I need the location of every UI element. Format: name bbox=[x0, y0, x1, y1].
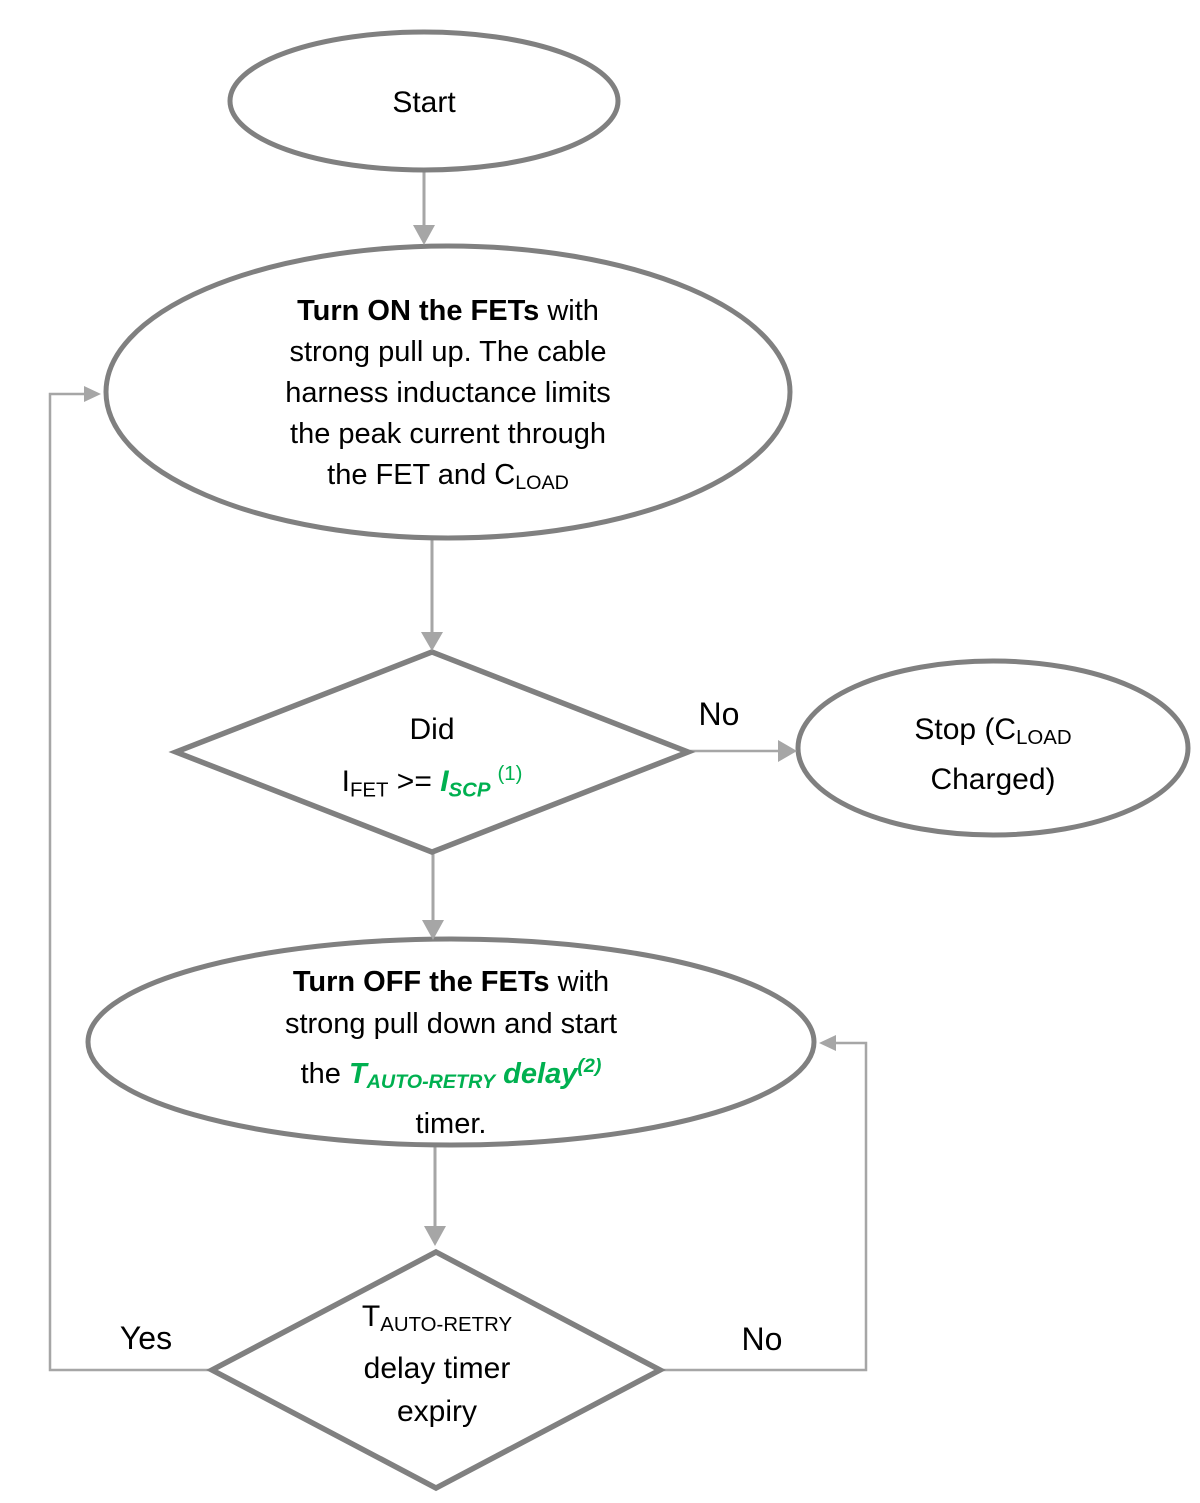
t-auto-retry-symbol: T bbox=[348, 1057, 367, 1090]
turn-off-line3: the TAUTO-RETRY delay(2) bbox=[285, 1045, 617, 1103]
turn-on-line3: harness inductance limits bbox=[285, 377, 611, 409]
ifet-symbol: I bbox=[341, 765, 350, 799]
t-auto-retry-subscript: AUTO-RETRY bbox=[366, 1070, 496, 1093]
retry-t-symbol: T bbox=[361, 1300, 381, 1333]
iscp-symbol: I bbox=[440, 765, 449, 799]
arrowhead-turn-off-to-retry bbox=[424, 1226, 446, 1246]
delay-text: delay bbox=[495, 1057, 578, 1090]
retry-decision-text: TAUTO-RETRY delay timer expiry bbox=[362, 1295, 512, 1433]
retry-decision-line1: TAUTO-RETRY bbox=[362, 1295, 512, 1347]
turn-on-line5: the FET and CLOAD bbox=[285, 455, 611, 504]
retry-decision-line2: delay timer bbox=[363, 1352, 511, 1386]
retry-decision-line3: expiry bbox=[396, 1395, 478, 1429]
connector-lines bbox=[48, 172, 868, 1372]
edge-label-no-loop: No bbox=[741, 1321, 783, 1357]
stop-line1: Stop (CLOAD bbox=[914, 709, 1071, 759]
turn-on-line5-text: the FET and C bbox=[327, 459, 516, 491]
start-label-text: Start bbox=[392, 86, 456, 119]
stop-node-text: Stop (CLOAD Charged) bbox=[914, 709, 1071, 801]
iscp-subscript: SCP bbox=[448, 779, 491, 802]
no-loop-line bbox=[660, 1041, 868, 1372]
turn-on-bold-text: Turn ON the FETs bbox=[297, 295, 540, 327]
turn-off-bold-text: Turn OFF the FETs bbox=[292, 966, 550, 998]
stop-cload-subscript: LOAD bbox=[1016, 727, 1072, 750]
retry-decision-diamond bbox=[206, 1248, 666, 1492]
arrowhead-yes-loop bbox=[84, 386, 101, 402]
turn-off-line2: strong pull down and start bbox=[284, 1008, 618, 1040]
turn-off-line3-pre: the bbox=[300, 1057, 349, 1090]
retry-t-subscript: AUTO-RETRY bbox=[380, 1314, 513, 1337]
arrowhead-decision-to-turn-off bbox=[422, 920, 444, 940]
scp-decision-line1: Did bbox=[409, 713, 455, 746]
edge-label-no-to-stop: No bbox=[698, 696, 740, 732]
comparison-operator: >= bbox=[388, 765, 441, 799]
turn-on-line1-rest: with bbox=[539, 295, 599, 327]
start-node-label: Start bbox=[392, 86, 455, 120]
scp-decision-line2: IFET >= ISCP(1) bbox=[342, 752, 523, 813]
node-shapes bbox=[85, 29, 1191, 1492]
turn-on-line4: the peak current through bbox=[290, 418, 606, 450]
arrowhead-turn-on-to-decision bbox=[421, 632, 443, 651]
yes-loop-line bbox=[48, 392, 210, 1372]
turn-off-node-text: Turn OFF the FETs with strong pull down … bbox=[285, 961, 617, 1145]
stop-ellipse bbox=[795, 658, 1191, 838]
stop-line1-text: Stop (C bbox=[914, 713, 1017, 746]
start-ellipse bbox=[227, 29, 621, 173]
arrowhead-start-to-turn-on bbox=[413, 225, 435, 245]
turn-off-line1: Turn OFF the FETs with bbox=[285, 961, 617, 1003]
ifet-subscript: FET bbox=[349, 779, 389, 802]
turn-off-line4: timer. bbox=[415, 1107, 487, 1140]
footnote-1-marker: (1) bbox=[497, 763, 523, 785]
footnote-2-marker: (2) bbox=[577, 1055, 602, 1077]
turn-on-ellipse bbox=[103, 243, 793, 541]
turn-on-line2: strong pull up. The cable bbox=[289, 336, 607, 368]
turn-off-ellipse bbox=[85, 936, 817, 1148]
turn-on-line1: Turn ON the FETs with bbox=[285, 291, 611, 332]
edge-label-yes-loop: Yes bbox=[119, 1320, 173, 1356]
scp-decision-diamond bbox=[168, 649, 696, 855]
turn-on-node-text: Turn ON the FETs with strong pull up. Th… bbox=[285, 291, 611, 504]
arrowhead-decision-to-stop bbox=[778, 740, 797, 762]
turn-off-line1-rest: with bbox=[549, 966, 610, 998]
arrowhead-no-loop bbox=[819, 1035, 836, 1051]
scp-decision-text: Did IFET >= ISCP(1) bbox=[342, 707, 523, 813]
arrowheads bbox=[84, 225, 836, 1246]
cload-subscript: LOAD bbox=[515, 471, 569, 494]
stop-line2: Charged) bbox=[930, 763, 1056, 797]
